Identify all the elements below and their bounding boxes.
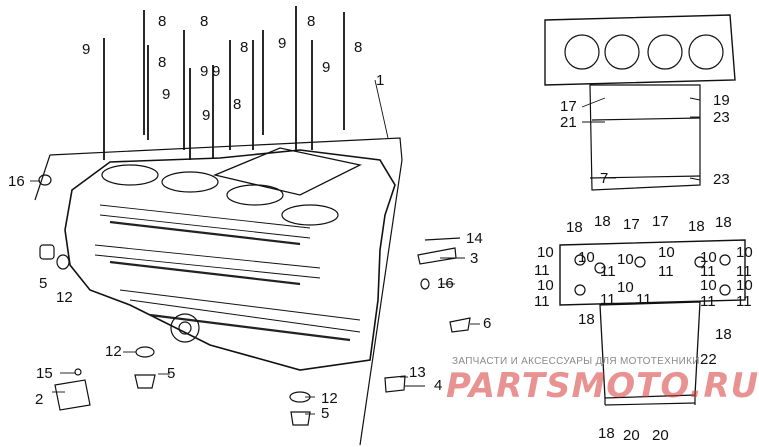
callout-23: 23 — [713, 109, 730, 126]
callout-9: 9 — [322, 59, 331, 76]
callout-10: 10 — [617, 251, 634, 268]
callout-1: 1 — [376, 72, 385, 89]
callout-11: 11 — [700, 263, 716, 280]
leader-lines — [30, 79, 701, 415]
callout-11: 11 — [658, 263, 674, 280]
callout-8: 8 — [307, 13, 316, 30]
callout-11: 11 — [600, 291, 616, 308]
callout-9: 9 — [200, 63, 209, 80]
callout-18: 18 — [578, 311, 595, 328]
callout-5: 5 — [321, 405, 330, 422]
callout-11: 11 — [636, 291, 652, 308]
cylinder-head-assembly — [34, 137, 403, 446]
callout-20: 20 — [623, 427, 640, 444]
callout-8: 8 — [200, 13, 209, 30]
callout-11: 11 — [600, 263, 616, 280]
callout-2: 2 — [35, 391, 44, 408]
callout-8: 8 — [158, 54, 167, 71]
callout-20: 20 — [652, 427, 669, 444]
callout-18: 18 — [688, 218, 705, 235]
callout-14: 14 — [466, 230, 483, 247]
callout-19: 19 — [713, 92, 730, 109]
callout-5: 5 — [167, 365, 176, 382]
callout-15: 15 — [36, 365, 53, 382]
callout-12: 12 — [56, 289, 73, 306]
callout-7: 7 — [600, 170, 609, 187]
callout-17: 17 — [623, 216, 640, 233]
callout-18: 18 — [566, 219, 583, 236]
loose-parts — [38, 174, 471, 426]
callout-13: 13 — [409, 364, 426, 381]
callout-18: 18 — [598, 425, 615, 442]
callout-4: 4 — [434, 377, 443, 394]
callout-10: 10 — [700, 277, 717, 294]
callout-10: 10 — [617, 279, 634, 296]
callout-18: 18 — [715, 214, 732, 231]
callout-18: 18 — [715, 326, 732, 343]
callout-3: 3 — [470, 250, 479, 267]
callout-8: 8 — [158, 13, 167, 30]
callout-8: 8 — [240, 39, 249, 56]
callout-11: 11 — [534, 293, 550, 310]
callout-12: 12 — [321, 390, 338, 407]
callout-16: 16 — [8, 173, 25, 190]
callout-9: 9 — [162, 86, 171, 103]
callout-12: 12 — [105, 343, 122, 360]
callout-17: 17 — [652, 213, 669, 230]
callout-11: 11 — [736, 263, 752, 280]
callout-8: 8 — [354, 39, 363, 56]
callout-10: 10 — [700, 249, 717, 266]
callout-10: 10 — [658, 244, 675, 261]
callout-10: 10 — [736, 244, 753, 261]
callout-18: 18 — [594, 213, 611, 230]
callout-17: 17 — [560, 98, 577, 115]
callout-10: 10 — [578, 249, 595, 266]
callout-11: 11 — [736, 293, 752, 310]
callout-6: 6 — [483, 315, 492, 332]
callout-10: 10 — [537, 244, 554, 261]
callout-21: 21 — [560, 114, 577, 131]
callout-10: 10 — [537, 277, 554, 294]
valve-cover-inset — [559, 239, 746, 406]
callout-11: 11 — [534, 262, 550, 279]
callout-9: 9 — [278, 35, 287, 52]
callout-5: 5 — [39, 275, 48, 292]
callout-22: 22 — [700, 351, 717, 368]
callout-10: 10 — [736, 277, 753, 294]
watermark-tagline: ЗАПЧАСТИ И АКСЕССУАРЫ ДЛЯ МОТОТЕХНИКИ — [452, 356, 700, 367]
callout-11: 11 — [700, 293, 716, 310]
watermark-brand: PARTSMOTO.RU — [446, 366, 759, 406]
callout-16: 16 — [437, 275, 454, 292]
callout-9: 9 — [212, 63, 221, 80]
head-studs — [103, 6, 345, 160]
callout-8: 8 — [233, 96, 242, 113]
callout-23: 23 — [713, 171, 730, 188]
callout-9: 9 — [202, 107, 211, 124]
head-gasket-inset — [544, 14, 736, 191]
callout-9: 9 — [82, 41, 91, 58]
